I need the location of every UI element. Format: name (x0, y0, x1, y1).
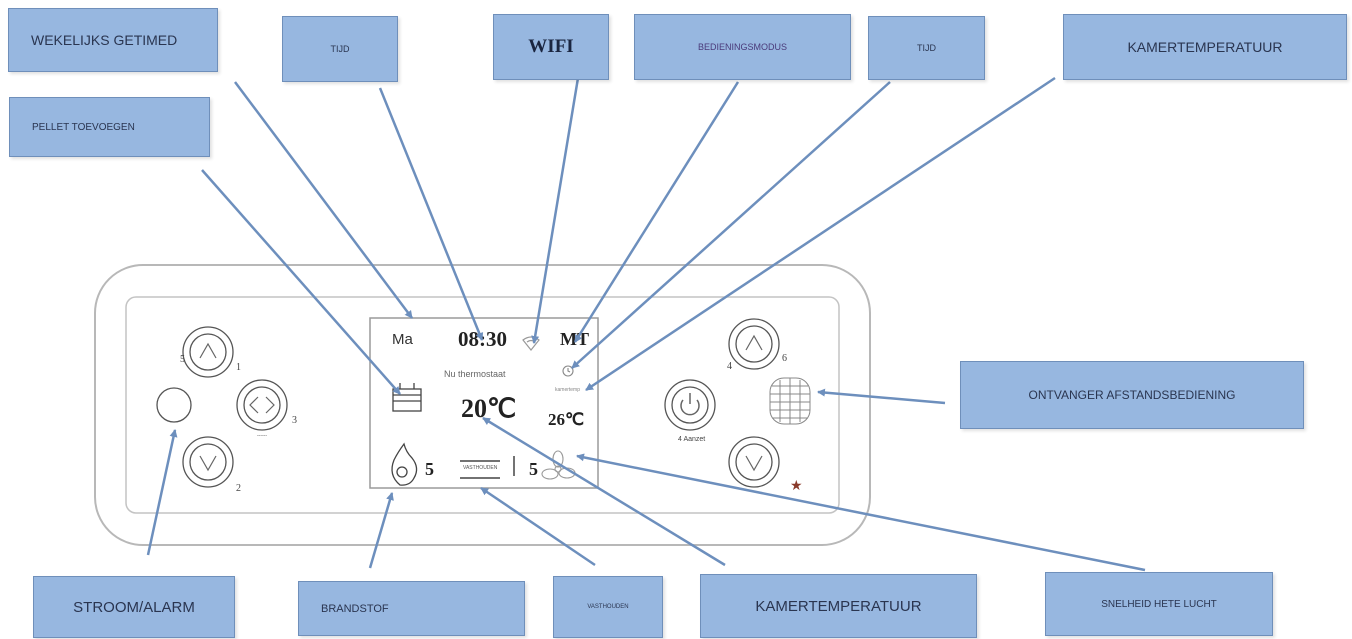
callout-weekly-timer: WEKELIJKS GETIMED (8, 8, 218, 72)
right-up-button[interactable] (728, 318, 780, 370)
callout-hold: VASTHOUDEN (553, 576, 663, 638)
key-number-5: 5 (180, 354, 185, 365)
callout-room-temp-top: KAMERTEMPERATUUR (1063, 14, 1347, 80)
callout-operating-mode: BEDIENINGSMODUS (634, 14, 851, 80)
key-number-3: 3 (292, 415, 297, 426)
display-set-temperature: 20℃ (461, 394, 517, 423)
right-down-button[interactable] (728, 436, 780, 488)
power-alarm-led (156, 387, 192, 423)
add-pellet-icon (392, 383, 422, 412)
callout-add-pellet: PELLET TOEVOEGEN (9, 97, 210, 157)
key-number-2: 2 (236, 483, 241, 494)
display-time: 08:30 (458, 327, 507, 351)
display-fan-speed: 5 (529, 459, 538, 479)
left-up-button[interactable] (182, 326, 234, 378)
callout-wifi: WIFI (493, 14, 609, 80)
clock-icon (562, 365, 574, 377)
flame-fuel-icon (391, 442, 418, 486)
callout-time-1: TIJD (282, 16, 398, 82)
remote-receiver-grid (769, 377, 811, 425)
display-room-temperature: 26℃ (548, 410, 585, 429)
key-number-1: 1 (236, 362, 241, 373)
display-small-label: kamertemp (555, 387, 581, 393)
callout-fuel: BRANDSTOF (298, 581, 525, 636)
star-icon: ★ (790, 478, 803, 494)
right-key-sublabel: ------ (257, 434, 267, 439)
power-button[interactable] (664, 379, 716, 431)
left-down-button[interactable] (182, 436, 234, 488)
callout-remote-receiver: ONTVANGER AFSTANDSBEDIENING (960, 361, 1304, 429)
display-mode: MT (560, 329, 589, 349)
left-right-button[interactable] (236, 379, 288, 431)
key-number-4: 4 (727, 361, 732, 372)
callout-time-2: TIJD (868, 16, 985, 80)
display-thermostat-label: Nu thermostaat (444, 369, 506, 379)
callout-hot-air-speed: SNELHEID HETE LUCHT (1045, 572, 1273, 636)
callout-room-temp-bottom: KAMERTEMPERATUUR (700, 574, 977, 638)
display-hold-label: VASTHOUDEN (463, 465, 498, 471)
callout-power-alarm: STROOM/ALARM (33, 576, 235, 638)
display-day: Ma (392, 331, 413, 348)
display-fuel-level: 5 (425, 459, 434, 479)
power-button-sublabel: 4 Aanzet (678, 436, 706, 443)
key-number-6: 6 (782, 353, 787, 364)
